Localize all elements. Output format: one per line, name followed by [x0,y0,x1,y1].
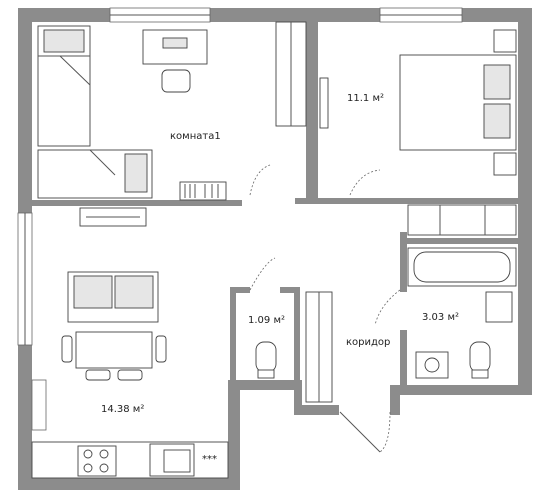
burner-3 [83,463,93,473]
wall-entry-right [390,385,400,415]
door-bedroom [349,169,381,196]
wall-left-lower [18,345,32,485]
burner-1 [83,449,93,459]
label-living-area: 14.38 м² [101,404,144,415]
chair-4 [117,369,143,381]
windows [17,7,463,431]
entry-door-leaf [339,411,381,453]
pillow-room1-2 [124,153,148,193]
living-furniture: *** [31,207,229,479]
doors [249,164,401,453]
monitor [162,37,188,49]
wall-left-upper [18,8,32,213]
pillow-bedroom-2 [483,103,511,139]
room-labels: комната1 11.1 м² 14.38 м² 1.09 м² 3.03 м… [101,93,459,415]
wall-top-right [462,8,527,22]
wall-bottom-right [390,385,532,395]
sofa-cushion-1 [73,275,113,309]
bookshelf [179,181,227,201]
wall-bedroom-bath [345,198,525,204]
wall-wc-left [230,287,236,382]
wall-door-jamb [295,198,345,204]
burner-2 [99,449,109,459]
washbasin [485,291,513,323]
room1-furniture [37,21,307,201]
chair-2 [155,335,167,363]
toilet-wc [255,341,277,373]
wall-wc-top-l [230,287,250,293]
wall-room1-living [32,200,242,206]
mirror-bedroom [319,77,329,129]
wall-top-mid [210,8,380,22]
label-bedroom-area: 11.1 м² [347,93,384,104]
bedroom-furniture [319,29,517,236]
office-chair [161,69,191,93]
label-bath-area: 3.03 м² [422,312,459,323]
pillow-bedroom-1 [483,64,511,100]
dining-table [75,331,153,369]
wall-wc-bottom [228,380,296,390]
washing-drum [424,357,440,373]
wet-areas [255,247,517,403]
door-wc [249,257,276,291]
outer-walls [18,8,532,490]
stove [77,445,117,477]
door-bath [374,289,401,326]
wall-room1-bedroom [306,22,318,202]
wall-kitchen-right [228,380,240,490]
door-room1 [249,164,271,196]
window-left-living-2 [31,379,47,431]
wall-bath-left [400,232,407,292]
chair-3 [85,369,111,381]
pillow-room1 [43,29,85,53]
kitchen-counter [31,441,229,479]
label-corridor: коридор [346,337,390,348]
nightstand-1 [493,29,517,53]
wall-entry-left [294,405,339,415]
label-wc-area: 1.09 м² [248,315,285,326]
chair-1 [61,335,73,363]
entry-door-arc [379,411,391,453]
wall-top-left [18,8,110,22]
wardrobe-bedroom [407,204,517,236]
sofa-cushion-2 [114,275,154,309]
interior-walls [32,22,525,390]
label-room1: комната1 [170,131,221,142]
wall-wc-top-r [280,287,300,293]
toilet-tank-bath [471,369,489,379]
toilet-bath [469,341,491,373]
wall-bath-left-2 [400,330,407,390]
wall-bottom-left [18,478,240,490]
sink-basin [163,449,191,473]
wall-wc-right [294,287,300,382]
bathtub-inner [413,251,511,283]
burner-4 [99,463,109,473]
wall-corridor-left [294,380,302,415]
nightstand-2 [493,152,517,176]
toilet-tank-wc [257,369,275,379]
wall-bath-top [400,238,518,244]
hob-marks: *** [202,454,217,465]
